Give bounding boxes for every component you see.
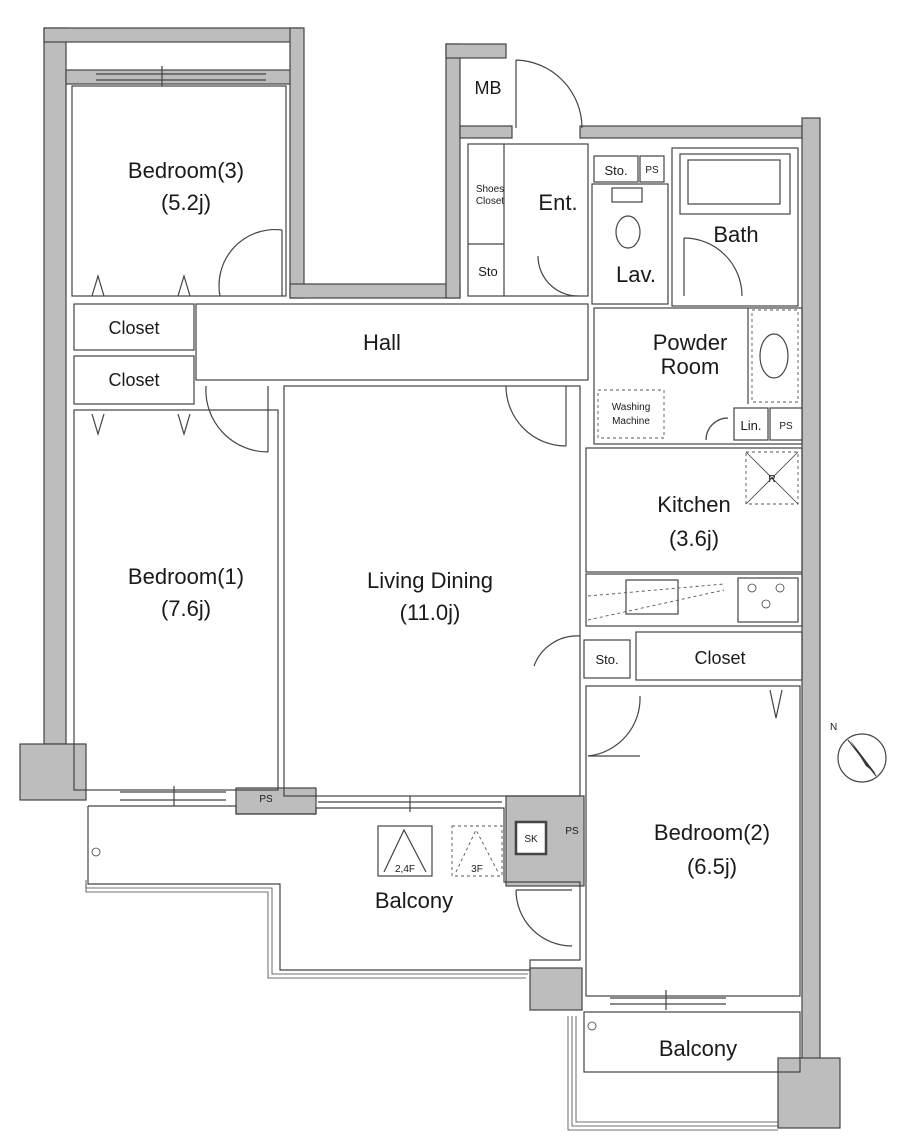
lin-label: Lin. — [741, 418, 762, 433]
washing-machine-line2: Machine — [612, 416, 650, 427]
closet-right-label: Closet — [694, 648, 745, 668]
ps-top-label: PS — [645, 165, 659, 176]
closet-upper-label: Closet — [108, 318, 159, 338]
shoes-closet-line2: Closet — [476, 196, 505, 207]
ps-balcony-right-label: PS — [565, 826, 579, 837]
living-dining-name: Living Dining — [367, 568, 493, 593]
kitchen-size: (3.6j) — [669, 526, 719, 551]
bedroom1-size: (7.6j) — [161, 596, 211, 621]
shoes-closet-line1: Shoes — [476, 184, 504, 195]
bedroom1-name: Bedroom(1) — [128, 564, 244, 589]
hatch-24f-label: 2,4F — [395, 864, 415, 875]
compass-icon: N — [830, 722, 887, 783]
bedroom3-name: Bedroom(3) — [128, 158, 244, 183]
sto-entry-label: Sto. — [604, 163, 627, 178]
door-swings — [205, 59, 743, 947]
fridge-mark: R — [768, 474, 775, 485]
entrance-label: Ent. — [538, 190, 577, 215]
closet-lower-label: Closet — [108, 370, 159, 390]
bedroom3-size: (5.2j) — [161, 190, 211, 215]
bedroom2-size: (6.5j) — [687, 854, 737, 879]
ps-lin-label: PS — [779, 421, 793, 432]
lav-counter-icon — [611, 187, 643, 203]
mb-label: MB — [475, 78, 502, 98]
powder-room-line2: Room — [661, 354, 720, 379]
balcony-main-label: Balcony — [375, 888, 453, 913]
washing-machine-line1: Washing — [612, 402, 651, 413]
bedroom2-name: Bedroom(2) — [654, 820, 770, 845]
powder-room-line1: Powder — [653, 330, 728, 355]
windows — [96, 66, 726, 1010]
balcony-small-label: Balcony — [659, 1036, 737, 1061]
sto-lower-label: Sto — [478, 264, 498, 279]
labels: Bedroom(3) (5.2j) Closet Closet Hall Bed… — [108, 78, 793, 1061]
hatch-3f-label: 3F — [471, 864, 483, 875]
lav-basin-icon — [615, 215, 641, 249]
sto-right-label: Sto. — [595, 652, 618, 667]
faucet-icon — [587, 1021, 597, 1031]
bath-label: Bath — [713, 222, 758, 247]
hall-label: Hall — [363, 330, 401, 355]
room-outlines — [71, 85, 803, 1131]
living-dining-size: (11.0j) — [400, 600, 461, 625]
sk-label: SK — [524, 834, 538, 845]
faucet-icon — [91, 847, 101, 857]
compass-north-label: N — [830, 722, 837, 733]
closet-door-marks — [91, 273, 783, 719]
ps-balcony-left-label: PS — [259, 794, 273, 805]
walls — [19, 27, 841, 1129]
lav-label: Lav. — [616, 262, 656, 287]
kitchen-name: Kitchen — [657, 492, 730, 517]
balcony-hatches — [377, 825, 503, 877]
